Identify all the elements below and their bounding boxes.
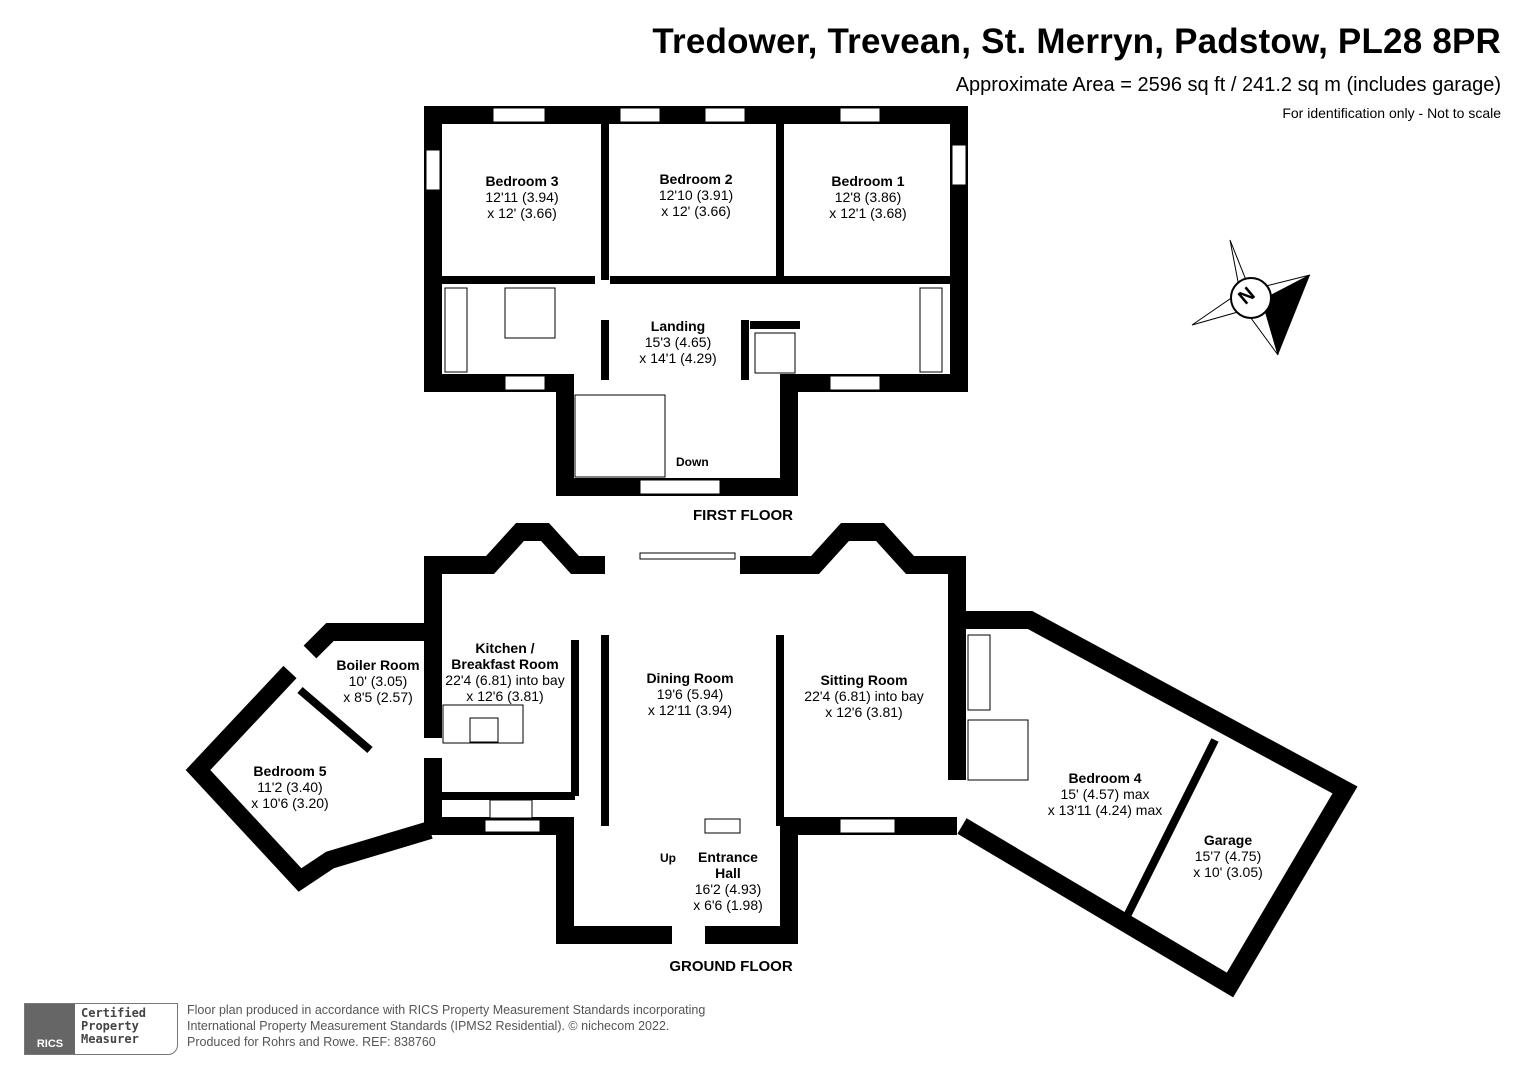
ground-floor-fixtures (442, 552, 1029, 834)
rics-logo: RICS (25, 1004, 75, 1054)
first-floor-walls (424, 106, 968, 496)
footer-text: Floor plan produced in accordance with R… (187, 1003, 706, 1049)
first-floor-windows (425, 107, 967, 495)
first-floor-label: FIRST FLOOR (693, 507, 793, 524)
first-floor-partitions (440, 120, 955, 380)
property-title: Tredower, Trevean, St. Merryn, Padstow, … (652, 22, 1501, 61)
approximate-area: Approximate Area = 2596 sq ft / 241.2 sq… (955, 74, 1501, 96)
ground-floor-label: GROUND FLOOR (669, 958, 793, 975)
identification-note: For identification only - Not to scale (1282, 105, 1501, 121)
ground-floor-walls (185, 523, 1358, 998)
ground-floor-partitions (297, 635, 1219, 922)
compass-icon (1191, 239, 1311, 356)
stairs-down-label: Down (676, 455, 709, 469)
stairs-up-label: Up (660, 851, 676, 865)
